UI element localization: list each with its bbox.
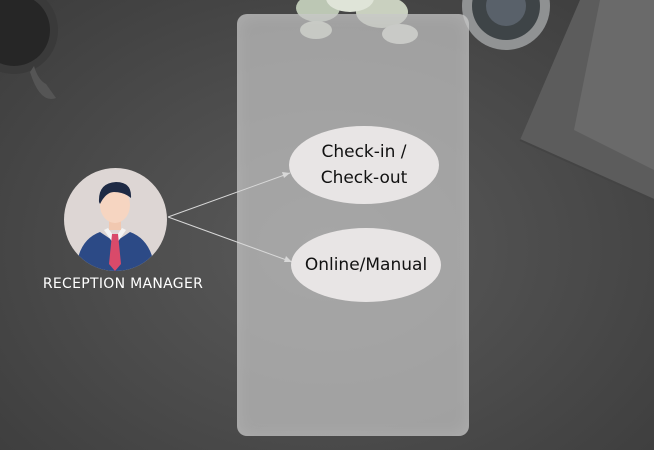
association-line-checkin: [167, 172, 291, 218]
association-line-online: [167, 216, 293, 263]
arrowhead-checkin: [282, 172, 290, 178]
use-case-label: Online/Manual: [304, 255, 428, 275]
actor-label: RECEPTION MANAGER: [42, 276, 204, 292]
mug-icon: [0, 0, 58, 99]
glass-icon: [462, 0, 550, 50]
actor-avatar: [64, 168, 167, 271]
use-case-label: Check-in / Check-out: [320, 142, 408, 188]
system-boundary: [237, 14, 469, 436]
use-case-online-manual: Online/Manual: [291, 228, 441, 302]
businessman-avatar-icon: [76, 182, 155, 271]
arrowhead-online: [284, 256, 292, 262]
use-case-check-in-check-out: Check-in / Check-out: [289, 126, 439, 204]
notebook-icon: [519, 0, 654, 201]
